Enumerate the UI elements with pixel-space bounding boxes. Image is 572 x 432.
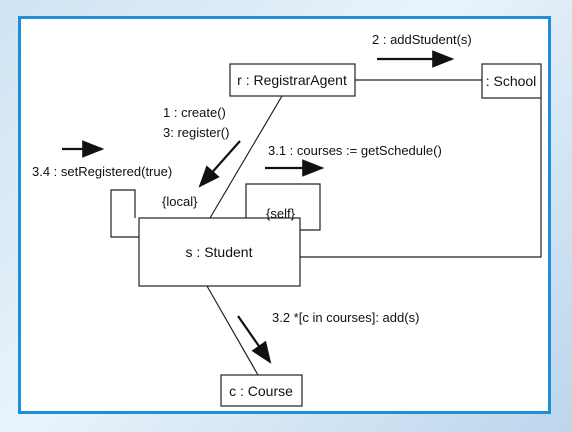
link-student-course [206,285,259,376]
student-box [138,217,301,287]
registrar-box [229,63,356,97]
add-course-message: 3.2 *[c in courses]: add(s) [272,310,419,325]
student-label: s : Student [186,244,253,260]
add-student-message: 2 : addStudent(s) [372,32,472,47]
set-registered-message: 3.4 : setRegistered(true) [32,164,172,179]
add-course-arrow [237,315,272,364]
registrar-label: r : RegistrarAgent [237,72,347,88]
create-register-arrow [198,140,241,188]
self-link-loop [245,183,321,231]
course-box [220,374,303,407]
school-box [481,63,542,99]
courses-message: 3.1 : courses := getSchedule() [268,143,442,158]
self-link-label: {self} [266,206,296,221]
create-message: 1 : create() [163,105,226,120]
link-registrar-student [209,95,283,219]
register-message: 3: register() [163,125,229,140]
local-link-label: {local} [162,194,198,209]
local-link-loop [110,189,139,238]
course-label: c : Course [229,383,293,399]
link-school-student [300,98,542,258]
school-label: : School [486,73,537,89]
